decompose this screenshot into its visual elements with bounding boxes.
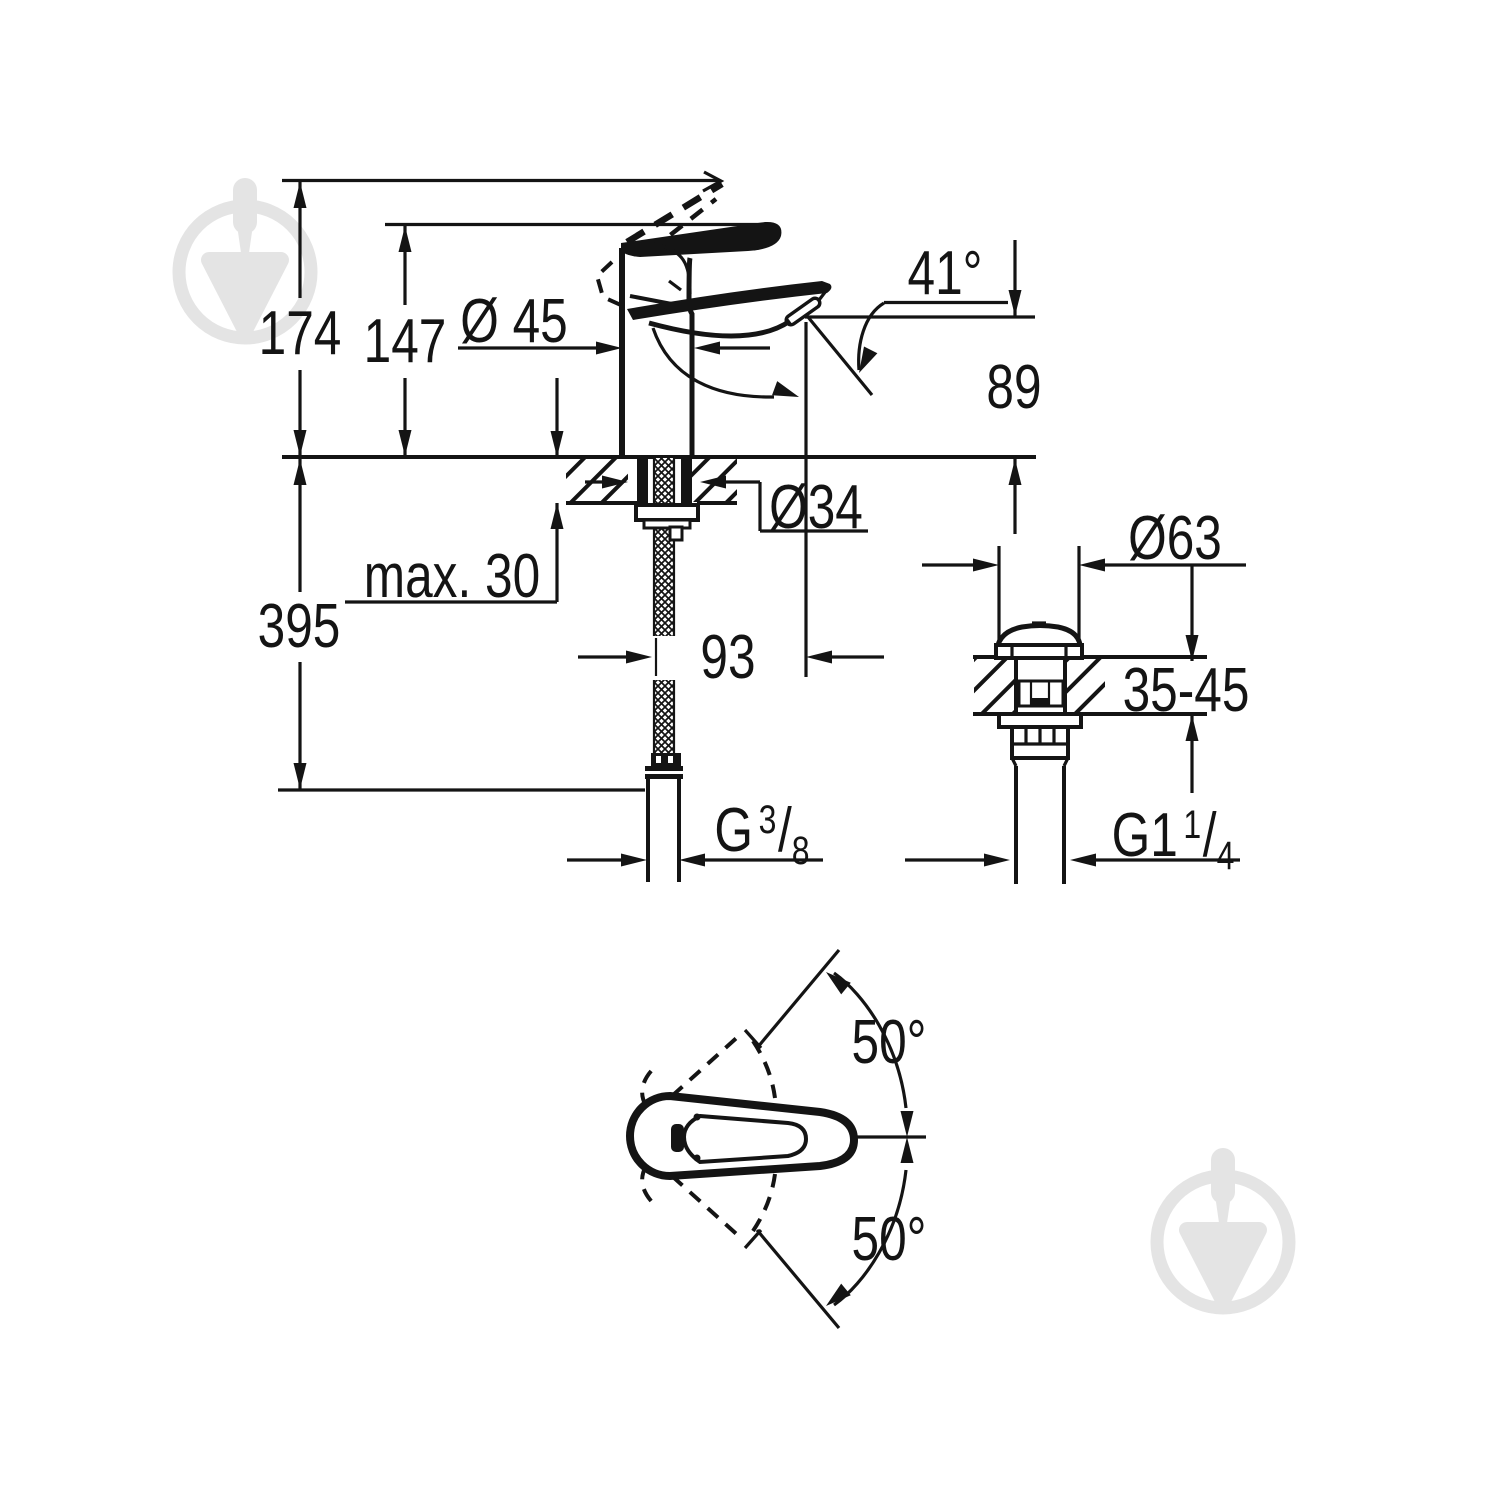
thread-denominator: 4 bbox=[1216, 834, 1235, 878]
dim-supply-thread bbox=[567, 853, 823, 867]
dim-label-max-deck-thickness: max. 30 bbox=[363, 542, 541, 611]
dim-hole-diameter bbox=[585, 475, 868, 533]
thread-numerator: 1 bbox=[1183, 803, 1202, 847]
dim-label-waste-flange-diameter: Ø63 bbox=[1128, 504, 1222, 573]
dim-max-deck-thickness bbox=[345, 378, 564, 604]
dim-waste-flange-diameter bbox=[922, 546, 1246, 645]
thread-main: G1 bbox=[1111, 801, 1178, 870]
dim-spout-angle-and-height bbox=[804, 240, 1035, 677]
dim-label-hole-diameter: Ø34 bbox=[769, 473, 863, 542]
handle-top-view bbox=[626, 948, 926, 1330]
dim-label-waste-deck-thickness: 35-45 bbox=[1122, 656, 1250, 725]
dim-label-hose-length: 395 bbox=[257, 592, 341, 661]
dim-waste-thread bbox=[905, 853, 1240, 867]
dimension-lines-left bbox=[278, 170, 768, 792]
thread-denominator: 8 bbox=[791, 829, 810, 873]
dim-label-projection: 93 bbox=[700, 623, 756, 692]
dim-projection-93 bbox=[578, 650, 884, 664]
thread-slash: / bbox=[1202, 801, 1217, 870]
dim-label-spout-angle: 41° bbox=[907, 239, 983, 308]
thread-numerator: 3 bbox=[758, 798, 777, 842]
dim-label-body-diameter: Ø 45 bbox=[460, 287, 568, 356]
dim-body-diameter bbox=[458, 341, 770, 355]
dim-label-spout-height: 89 bbox=[986, 353, 1042, 422]
dim-label-height-to-lever: 147 bbox=[363, 307, 447, 376]
pop-up-waste-side-view bbox=[973, 621, 1207, 884]
faucet-side-view bbox=[594, 181, 832, 457]
thread-main: G bbox=[714, 796, 753, 865]
supply-hose bbox=[634, 458, 700, 882]
thread-slash: / bbox=[778, 796, 792, 865]
dim-label-overall-height: 174 bbox=[258, 299, 342, 368]
dim-label-handle-swing-upper: 50° bbox=[851, 1008, 927, 1077]
dim-label-handle-swing-lower: 50° bbox=[851, 1205, 927, 1274]
dim-waste-deck-thickness bbox=[1185, 565, 1199, 793]
watermark-bottom-right-trowel-logo-icon bbox=[1157, 1148, 1289, 1308]
